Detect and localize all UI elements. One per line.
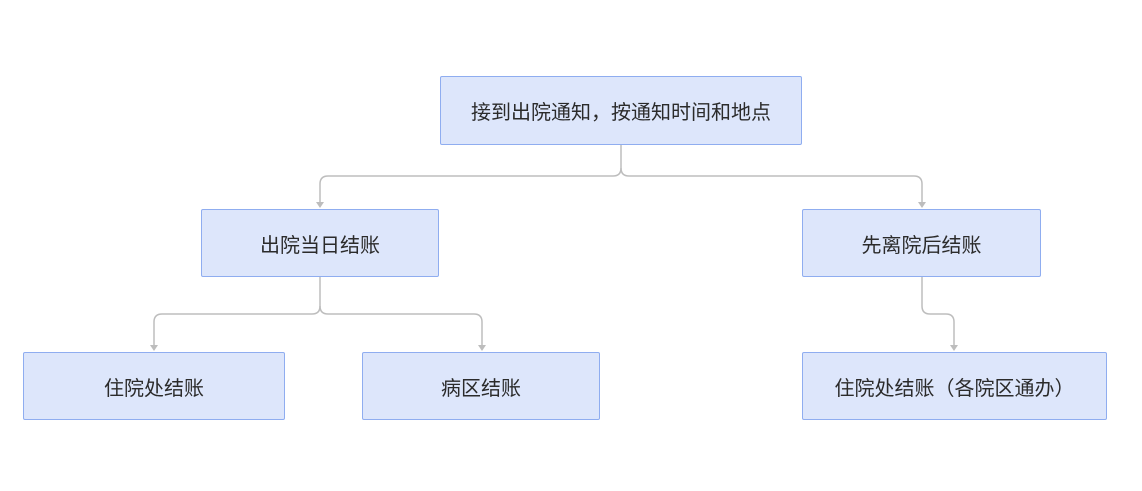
node-label: 住院处结账（各院区通办） — [834, 375, 1075, 400]
node-same-day-checkout: 出院当日结账 — [201, 209, 439, 277]
node-inpatient-desk-checkout-any-campus: 住院处结账（各院区通办） — [802, 352, 1107, 420]
arrowhead-same-day — [316, 202, 324, 208]
edge-leave-first-to-inpatient-desk-any — [921, 277, 955, 346]
arrowhead-leave-first — [918, 202, 926, 208]
node-label: 病区结账 — [441, 375, 521, 400]
arrowhead-inpatient-desk — [150, 345, 158, 351]
node-label: 住院处结账 — [104, 375, 204, 400]
node-label: 先离院后结账 — [861, 232, 982, 257]
arrowhead-ward — [478, 345, 486, 351]
node-leave-first-checkout-later: 先离院后结账 — [802, 209, 1041, 277]
arrowhead-inpatient-desk-any — [950, 345, 958, 351]
node-label: 接到出院通知，按通知时间和地点 — [471, 100, 771, 124]
node-inpatient-desk-checkout: 住院处结账 — [23, 352, 285, 420]
node-label: 出院当日结账 — [260, 232, 380, 257]
edge-same-day-to-ward — [319, 305, 483, 346]
edge-root-to-same-day — [319, 145, 622, 203]
edge-root-to-leave-first — [620, 167, 923, 203]
node-receive-discharge-notice: 接到出院通知，按通知时间和地点 — [440, 76, 802, 145]
edge-same-day-to-inpatient-desk — [153, 277, 321, 346]
node-ward-checkout: 病区结账 — [362, 352, 600, 420]
